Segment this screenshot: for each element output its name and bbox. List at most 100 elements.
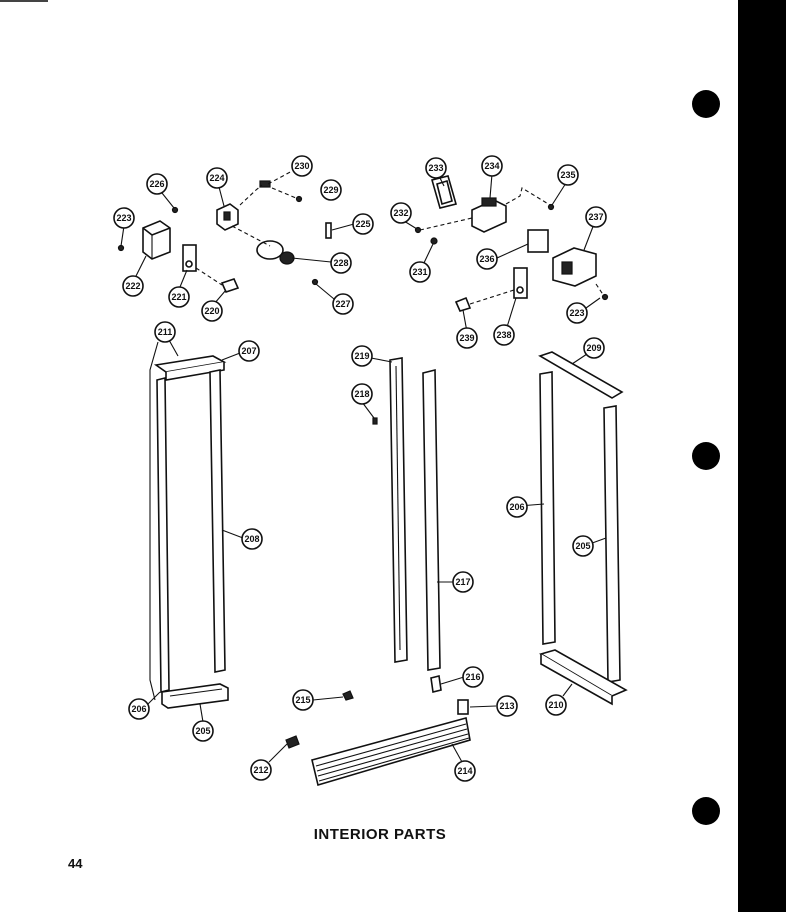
- svg-text:236: 236: [479, 254, 494, 264]
- callout-205-right: 205: [572, 535, 594, 557]
- svg-text:205: 205: [195, 726, 210, 736]
- svg-text:235: 235: [560, 170, 575, 180]
- assembly-line: [505, 187, 551, 206]
- callout-219: 219: [351, 345, 373, 367]
- svg-text:213: 213: [499, 701, 514, 711]
- part-connector-230: [259, 180, 271, 188]
- svg-text:229: 229: [323, 185, 338, 195]
- assembly-line: [595, 283, 605, 297]
- svg-text:230: 230: [294, 161, 309, 171]
- svg-text:222: 222: [125, 281, 140, 291]
- svg-text:210: 210: [548, 700, 563, 710]
- part-bracket-238: [513, 267, 528, 299]
- svg-text:238: 238: [496, 330, 511, 340]
- part-clip-220: [220, 278, 240, 293]
- part-light-housing-222: [142, 220, 171, 260]
- svg-text:225: 225: [355, 219, 370, 229]
- part-screw-227: [311, 278, 319, 286]
- part-knob-231: [430, 237, 438, 245]
- part-breaker-bottom-210: [538, 649, 628, 706]
- callout-218: 218: [351, 383, 373, 405]
- callout-220: 220: [201, 300, 223, 322]
- callout-233: 233: [425, 157, 447, 179]
- page-number: 44: [68, 856, 83, 871]
- part-breaker-side-right-205: [603, 405, 621, 683]
- part-grille-214: [311, 716, 471, 787]
- assembly-line: [267, 169, 295, 185]
- part-light-housing-237: [552, 247, 597, 287]
- callout-213: 213: [496, 695, 518, 717]
- svg-text:206: 206: [509, 502, 524, 512]
- callout-223-right: 223: [566, 302, 588, 324]
- callout-232: 232: [390, 202, 412, 224]
- part-screw-218: [372, 417, 378, 425]
- callout-223: 223: [113, 207, 135, 229]
- callout-212: 212: [250, 759, 272, 781]
- callout-207: 207: [238, 340, 260, 362]
- part-pin-225: [325, 222, 332, 239]
- part-mullion-strip-217: [422, 368, 441, 671]
- part-switch-bracket-224: [216, 203, 239, 231]
- svg-text:231: 231: [412, 267, 427, 277]
- callout-205-left: 205: [192, 720, 214, 742]
- svg-text:219: 219: [354, 351, 369, 361]
- part-screw-226: [171, 206, 179, 214]
- callout-210: 210: [545, 694, 567, 716]
- assembly-line: [239, 184, 263, 206]
- callout-225: 225: [352, 213, 374, 235]
- callout-209: 209: [583, 337, 605, 359]
- binding-spine: [738, 0, 786, 912]
- part-breaker-side-right-208: [209, 369, 226, 673]
- callout-236: 236: [476, 248, 498, 270]
- svg-text:232: 232: [393, 208, 408, 218]
- svg-text:212: 212: [253, 765, 268, 775]
- callout-231: 231: [409, 261, 431, 283]
- svg-text:221: 221: [171, 292, 186, 302]
- svg-text:214: 214: [457, 766, 472, 776]
- svg-text:207: 207: [241, 346, 256, 356]
- callout-224: 224: [206, 167, 228, 189]
- part-breaker-top-209: [538, 351, 624, 399]
- svg-text:211: 211: [158, 327, 173, 337]
- svg-text:217: 217: [455, 577, 470, 587]
- callout-211: 211: [154, 321, 176, 343]
- assembly-line: [419, 217, 473, 231]
- svg-text:237: 237: [588, 212, 603, 222]
- callout-216: 216: [462, 666, 484, 688]
- part-breaker-side-left-205: [539, 371, 556, 645]
- callout-206-left: 206: [128, 698, 150, 720]
- svg-text:206: 206: [131, 704, 146, 714]
- part-mullion-strip-219: [389, 357, 408, 663]
- callout-227: 227: [332, 293, 354, 315]
- part-gasket-wire-211: [149, 341, 159, 701]
- callout-221: 221: [168, 286, 190, 308]
- svg-text:218: 218: [354, 389, 369, 399]
- callout-206-right: 206: [506, 496, 528, 518]
- part-clip-239: [454, 296, 472, 312]
- callout-222: 222: [122, 275, 144, 297]
- svg-text:224: 224: [209, 173, 224, 183]
- part-screw-235: [547, 203, 555, 211]
- callout-230: 230: [291, 155, 313, 177]
- svg-text:208: 208: [244, 534, 259, 544]
- callout-226: 226: [146, 173, 168, 195]
- svg-text:234: 234: [484, 161, 499, 171]
- callout-237: 237: [585, 206, 607, 228]
- svg-text:205: 205: [575, 541, 590, 551]
- svg-text:226: 226: [149, 179, 164, 189]
- diagram-caption: INTERIOR PARTS: [313, 826, 447, 843]
- callout-238: 238: [493, 324, 515, 346]
- callout-234: 234: [481, 155, 503, 177]
- part-screw-223b: [601, 293, 609, 301]
- assembly-line: [469, 289, 515, 305]
- svg-text:223: 223: [116, 213, 131, 223]
- part-plate-236: [527, 229, 549, 253]
- punch-hole-middle: [692, 442, 720, 470]
- part-clip-212: [285, 735, 300, 749]
- part-screw-229: [295, 195, 303, 203]
- callout-239: 239: [456, 327, 478, 349]
- svg-text:215: 215: [295, 695, 310, 705]
- punch-hole-top: [692, 90, 720, 118]
- part-breaker-top-207: [153, 355, 227, 381]
